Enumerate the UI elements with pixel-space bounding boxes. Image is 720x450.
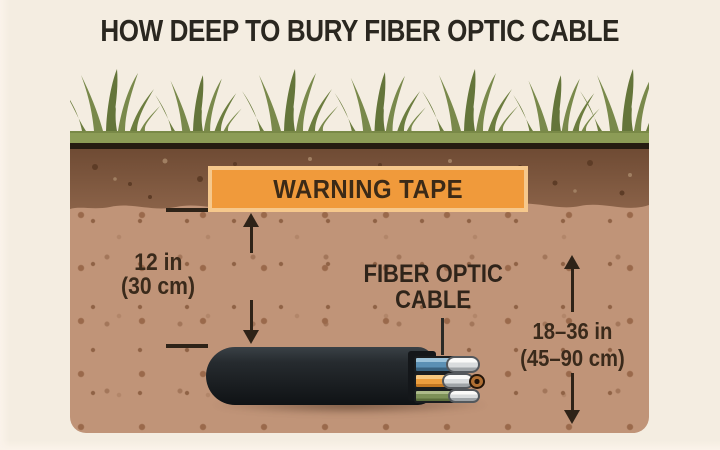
cable-label-line2: CABLE: [395, 286, 471, 314]
arrow-shaft: [250, 227, 253, 253]
tick-top-icon: [166, 208, 208, 212]
arrow-shaft: [571, 373, 574, 411]
depth-left-metric: (30 cm): [121, 273, 195, 300]
depth-right-metric: (45–90 cm): [519, 345, 625, 371]
arrow-shaft: [250, 300, 253, 330]
depth-left-label: 12 in (30 cm): [78, 251, 238, 299]
warning-tape: WARNING TAPE: [208, 166, 528, 212]
up-arrow-icon: [564, 255, 580, 269]
depth-right-label: 18–36 in (45–90 cm): [482, 318, 649, 372]
down-arrow-icon: [564, 410, 580, 424]
warning-tape-label: WARNING TAPE: [273, 173, 463, 204]
depth-right-value: 18–36 in: [532, 318, 612, 344]
soil-surface-line: [70, 143, 649, 149]
fiber-tip: [446, 356, 480, 373]
cable-label: FIBER OPTIC CABLE: [343, 261, 523, 313]
fiber-tip: [448, 389, 480, 403]
up-arrow-icon: [243, 213, 259, 227]
soil-cross-section: WARNING TAPE 12 in (30 cm) FIBER OPTIC C…: [70, 149, 649, 433]
cable-label-line1: FIBER OPTIC: [363, 260, 503, 288]
down-arrow-icon: [243, 330, 259, 344]
grass-sod-band: [70, 131, 649, 143]
page-title: HOW DEEP TO BURY FIBER OPTIC CABLE: [0, 15, 720, 47]
grass-illustration: [70, 69, 649, 131]
depth-left-value: 12 in: [133, 249, 183, 276]
copper-ring-icon: [469, 374, 485, 389]
page-edge-highlight: [0, 0, 10, 450]
arrow-shaft: [571, 268, 574, 312]
page-edge-highlight: [0, 440, 720, 450]
leader-line: [441, 318, 444, 355]
page-title-text: HOW DEEP TO BURY FIBER OPTIC CABLE: [100, 13, 620, 48]
tick-bottom-icon: [166, 344, 208, 348]
cable-jacket: [206, 347, 434, 405]
